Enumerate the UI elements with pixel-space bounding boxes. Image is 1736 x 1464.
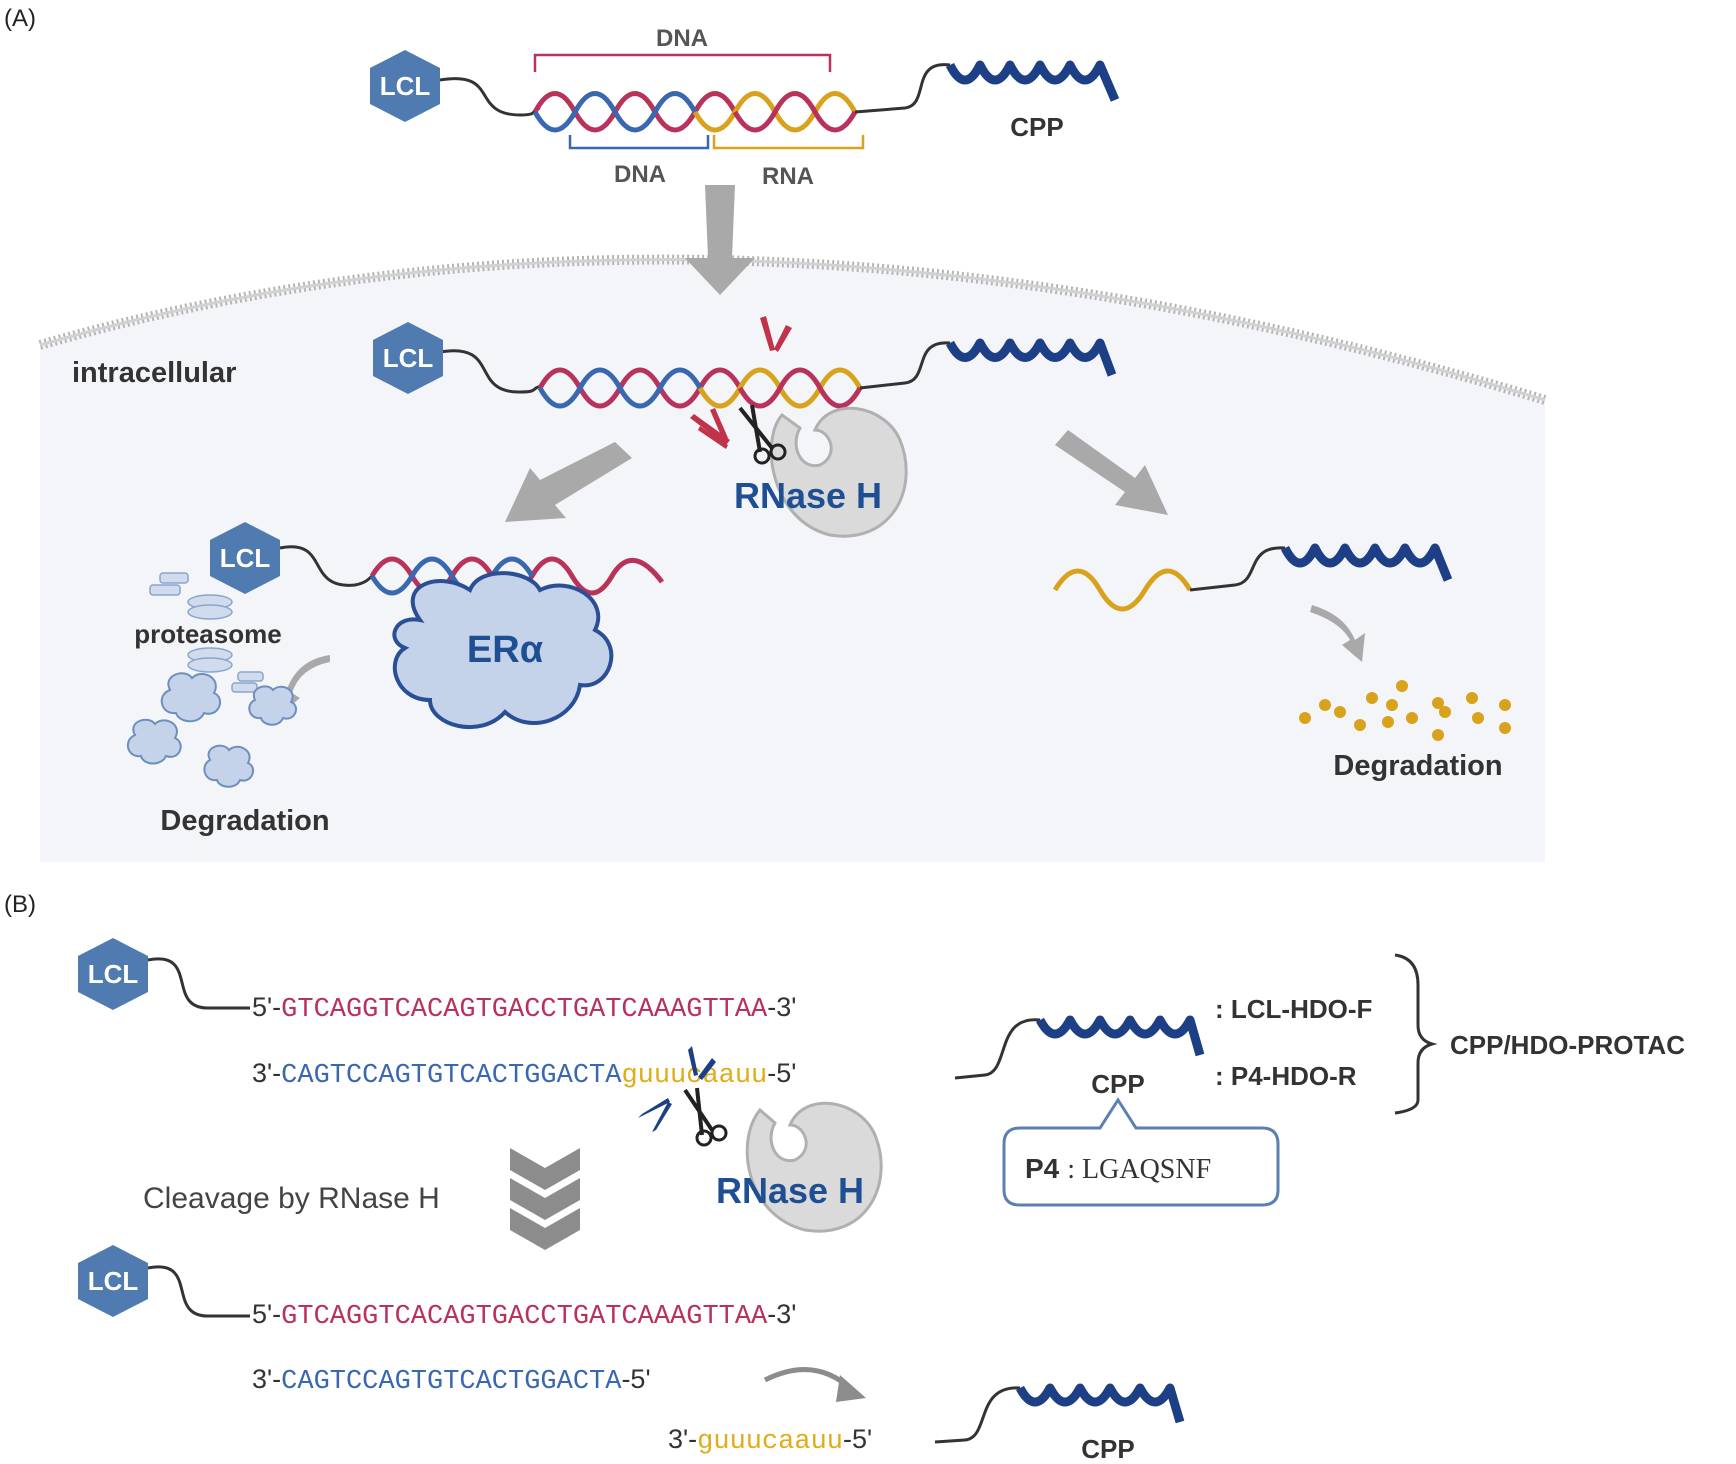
lcl-hex-left: LCL bbox=[210, 522, 280, 594]
linker-b1 bbox=[147, 957, 250, 1010]
linker-b4 bbox=[934, 1386, 1021, 1444]
construct-name: CPP/HDO-PROTAC bbox=[1450, 1030, 1685, 1060]
era-label: ERα bbox=[467, 629, 543, 671]
bracket-top bbox=[533, 53, 832, 72]
svg-text:LCL: LCL bbox=[88, 959, 139, 989]
sequence-p4-hdo-r: 3'-CAGTCCAGTGTCACTGGACTAguuucaauu-5' bbox=[252, 1058, 796, 1091]
lcl-hex-middle: LCL bbox=[373, 322, 443, 394]
sequence-lcl-hdo-f: 5'-GTCAGGTCACAGTGACCTGATCAAAGTTAA-3' bbox=[252, 992, 796, 1025]
release-arrow-head bbox=[836, 1375, 866, 1402]
cell-membrane-line bbox=[39, 258, 1546, 402]
lcl-hex-b1: LCL bbox=[78, 938, 148, 1010]
degradation-right-label: Degradation bbox=[1333, 750, 1502, 782]
bracket-dna bbox=[568, 135, 710, 150]
svg-text:LCL: LCL bbox=[88, 1266, 139, 1296]
cpp-label-bottom: CPP bbox=[1081, 1434, 1134, 1464]
name-lcl-hdo-f: : LCL-HDO-F bbox=[1215, 994, 1372, 1024]
arrow-rna-degradation bbox=[1310, 605, 1365, 662]
scissors-icon-b bbox=[683, 1087, 728, 1147]
rnase-h-enzyme-a bbox=[769, 406, 908, 538]
rna-cpp-fragment bbox=[1052, 543, 1453, 612]
p4-callout bbox=[1002, 1097, 1280, 1207]
cpp-label-b: CPP bbox=[1091, 1069, 1144, 1099]
degradation-left-label: Degradation bbox=[160, 805, 329, 837]
svg-text:LCL: LCL bbox=[220, 543, 271, 573]
sequence-cleaved-dna: 3'-CAGTCCAGTGTCACTGGACTA-5' bbox=[252, 1364, 651, 1397]
cleavage-chevrons bbox=[510, 1148, 580, 1250]
svg-text:LCL: LCL bbox=[380, 71, 431, 101]
arrow-left-branch bbox=[505, 442, 632, 522]
rnase-label-b: RNase H bbox=[716, 1170, 864, 1211]
arrow-down-entry bbox=[685, 185, 755, 295]
bracket-rna-label: RNA bbox=[762, 163, 814, 190]
lcl-hex-b2: LCL bbox=[78, 1245, 148, 1317]
arrow-right-branch bbox=[1055, 430, 1168, 515]
sequence-cleaved-f: 5'-GTCAGGTCACAGTGACCTGATCAAAGTTAA-3' bbox=[252, 1299, 796, 1332]
bracket-dna-label: DNA bbox=[614, 161, 666, 188]
panel-b-label: (B) bbox=[4, 891, 36, 918]
proteasome-label: proteasome bbox=[134, 619, 281, 649]
p4-sequence: P4: LGAQSNF bbox=[1025, 1153, 1211, 1185]
cpp-helix-bottom bbox=[1016, 1383, 1185, 1424]
intracellular-label: intracellular bbox=[72, 357, 236, 389]
cut-marks-top bbox=[760, 316, 792, 352]
name-p4-hdo-r: : P4-HDO-R bbox=[1215, 1061, 1357, 1091]
bracket-rna bbox=[712, 135, 865, 150]
linker-b3 bbox=[147, 1265, 250, 1318]
panel-a-label: (A) bbox=[4, 5, 36, 32]
rnase-label-a: RNase H bbox=[734, 475, 882, 516]
cut-marks-middle bbox=[690, 408, 730, 449]
cpp-label-top: CPP bbox=[1010, 112, 1063, 142]
cut-marks-b bbox=[638, 1046, 716, 1132]
construct-middle bbox=[439, 338, 1117, 409]
protein-fragments bbox=[126, 672, 298, 788]
cpp-helix-b bbox=[1036, 1015, 1205, 1057]
era-protein: ERα bbox=[392, 571, 614, 730]
rna-nucleotide-dots bbox=[1299, 680, 1511, 741]
proteasome-icon bbox=[149, 572, 264, 693]
scissors-icon bbox=[738, 404, 787, 465]
construct-top bbox=[439, 60, 1120, 133]
cell-interior bbox=[40, 259, 1545, 863]
lcl-hex-top: LCL bbox=[370, 50, 440, 122]
linker-b2 bbox=[954, 1018, 1041, 1080]
curly-brace bbox=[1394, 953, 1438, 1115]
rnase-h-enzyme-b bbox=[745, 1101, 883, 1233]
sequence-released-rna: 3'-guuucaauu-5' bbox=[668, 1424, 872, 1457]
bracket-top-label: DNA bbox=[656, 25, 708, 52]
svg-text:LCL: LCL bbox=[383, 343, 434, 373]
cleavage-label: Cleavage by RNase H bbox=[143, 1182, 440, 1215]
